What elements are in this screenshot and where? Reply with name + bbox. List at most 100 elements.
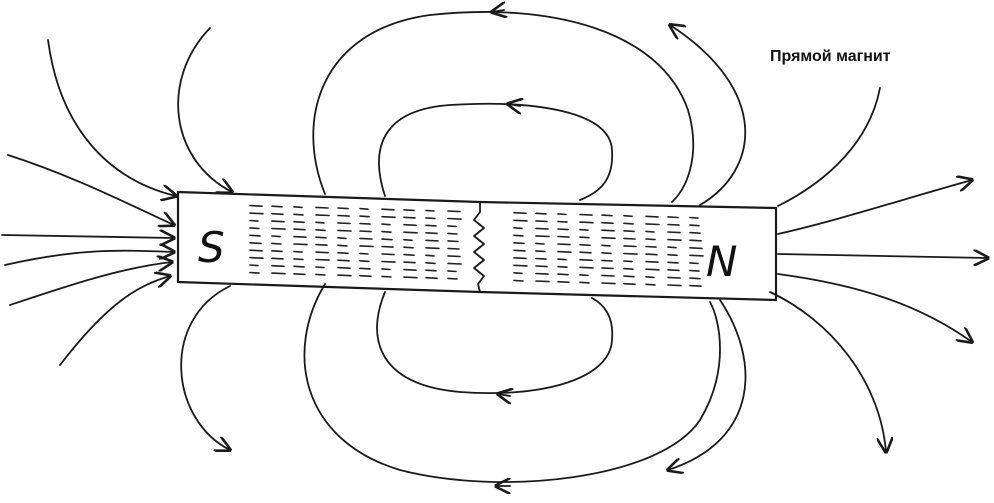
field-dash xyxy=(689,277,701,280)
field-dash xyxy=(535,242,545,245)
field-dash xyxy=(337,274,352,277)
field-dash xyxy=(447,225,457,228)
field-dash xyxy=(513,234,524,237)
field-dash xyxy=(403,209,415,212)
field-dash xyxy=(579,236,590,239)
field-dash xyxy=(271,235,281,238)
field-dash xyxy=(557,213,567,216)
field-dash xyxy=(249,204,263,207)
outer-bottom-loop xyxy=(303,283,721,483)
field-dash xyxy=(667,284,682,287)
field-dash xyxy=(337,237,347,240)
inner-top-loop xyxy=(378,102,613,201)
field-dash xyxy=(447,247,460,250)
field-dash xyxy=(579,213,593,216)
field-dash xyxy=(601,259,613,262)
field-dash xyxy=(623,282,636,286)
field-line xyxy=(777,87,881,207)
field-dash xyxy=(293,228,306,231)
field-dash xyxy=(271,272,286,275)
field-dash xyxy=(645,230,655,233)
field-dash xyxy=(293,235,307,238)
north-pole-label: N xyxy=(706,237,737,286)
field-dash xyxy=(689,284,702,288)
field-dash xyxy=(689,216,699,219)
field-dash xyxy=(447,232,458,235)
field-dash xyxy=(557,235,570,238)
field-dash xyxy=(667,268,680,272)
field-line xyxy=(769,291,886,452)
field-dash xyxy=(337,259,350,262)
field-dash xyxy=(535,212,547,215)
field-dash xyxy=(403,231,418,234)
field-dash xyxy=(249,242,262,245)
field-dash xyxy=(535,280,550,283)
field-line xyxy=(777,180,972,235)
field-dash xyxy=(315,258,330,261)
field-dash xyxy=(557,220,568,223)
field-dash xyxy=(381,253,395,256)
internal-field-dashes xyxy=(249,204,704,288)
field-dash xyxy=(557,243,571,246)
field-dash xyxy=(315,221,325,224)
field-dash xyxy=(557,228,569,231)
field-dash xyxy=(249,264,259,267)
field-dash xyxy=(249,234,261,237)
field-dash xyxy=(381,230,392,233)
field-dash xyxy=(623,230,635,233)
field-dash xyxy=(359,237,373,240)
field-dash xyxy=(645,223,660,226)
field-dash xyxy=(535,257,547,260)
field-dash xyxy=(689,247,703,250)
field-dash xyxy=(271,264,285,268)
field-dash xyxy=(315,251,329,254)
field-dash xyxy=(293,272,306,276)
field-dash xyxy=(293,250,303,253)
field-dash xyxy=(381,215,396,219)
field-line xyxy=(9,262,172,306)
field-dash xyxy=(337,214,350,217)
arrow-inner-bottom xyxy=(498,394,510,396)
far-bottom-line xyxy=(668,299,747,470)
field-dash xyxy=(425,276,438,280)
field-dash xyxy=(557,273,569,276)
field-dash xyxy=(513,264,528,267)
field-dash xyxy=(425,232,438,235)
field-dash xyxy=(579,281,590,284)
field-dash xyxy=(535,265,548,268)
field-dash xyxy=(623,237,636,240)
right-field-lines xyxy=(769,87,988,452)
field-dash xyxy=(315,236,327,239)
field-dash xyxy=(359,222,371,225)
field-line xyxy=(180,285,230,450)
field-dash xyxy=(359,259,370,263)
field-dash xyxy=(447,262,462,265)
field-dash xyxy=(293,265,305,268)
field-dash xyxy=(425,209,435,212)
field-dash xyxy=(645,260,659,264)
field-dash xyxy=(645,253,658,256)
field-dash xyxy=(513,227,523,230)
field-dash xyxy=(425,254,435,257)
field-dash xyxy=(513,256,527,260)
field-dash xyxy=(645,268,660,271)
field-dash xyxy=(359,267,371,270)
field-dash xyxy=(645,215,659,218)
arrow-outer-top xyxy=(492,10,504,12)
field-dash xyxy=(579,221,594,224)
field-dash xyxy=(271,242,282,245)
field-dash xyxy=(381,208,395,211)
field-dash xyxy=(513,249,526,252)
field-dash xyxy=(557,280,570,284)
field-dash xyxy=(425,217,436,220)
field-dash xyxy=(689,262,699,265)
magnet-seam xyxy=(473,201,485,293)
field-dash xyxy=(623,245,637,248)
field-dash xyxy=(381,245,394,248)
field-dash xyxy=(337,244,348,247)
field-line xyxy=(777,273,972,342)
field-dash xyxy=(403,238,413,242)
field-dash xyxy=(425,247,440,250)
field-dash xyxy=(249,227,260,230)
